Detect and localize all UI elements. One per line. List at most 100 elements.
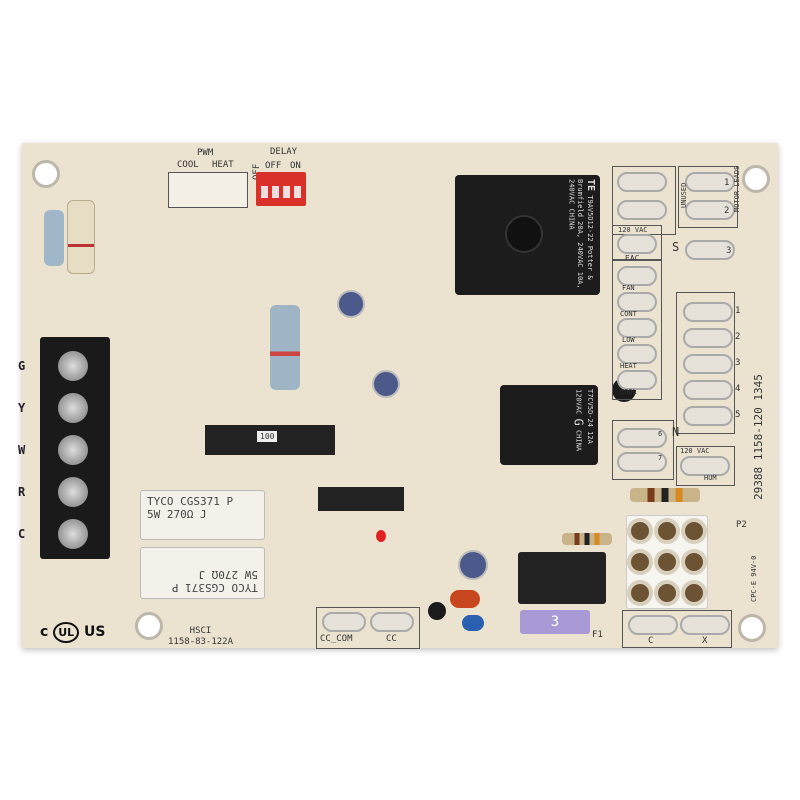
terminal-label: C [18, 527, 26, 541]
terminal-number: 2 [735, 332, 741, 342]
connector-label: P2 [736, 520, 747, 530]
microcontroller-chip: 100 [205, 425, 335, 455]
cc-label: CC [386, 634, 397, 644]
terminal-screw-g[interactable] [58, 351, 88, 381]
mounting-hole [135, 612, 163, 640]
speed-tap-group [676, 292, 735, 434]
low-label: LOW [622, 336, 635, 344]
hum-label: HUM [704, 474, 717, 482]
resistor-text: TYCO CGS371 P [147, 495, 234, 508]
x-terminal[interactable] [680, 615, 730, 635]
varistor [462, 615, 484, 631]
cx-terminal-group [622, 610, 732, 648]
cool-label: COOL [620, 388, 637, 396]
pwm-label: PWM [197, 148, 214, 158]
resistor [562, 533, 612, 545]
fuse-rating: 3 [550, 614, 560, 630]
resistor [270, 305, 300, 390]
heat-label: HEAT [212, 160, 234, 170]
secondary-relay: T7CV5D-24 12A 120VAC G CHINA [500, 385, 598, 465]
ul-c: c [40, 624, 49, 640]
terminal-screw-y[interactable] [58, 393, 88, 423]
ul-logo: UL [53, 622, 80, 643]
eac-terminal[interactable] [617, 234, 657, 254]
relay-brand: TE [585, 179, 596, 192]
power-resistor: TYCO CGS371 P 5W 270Ω J [140, 547, 265, 599]
speed-tap-1[interactable] [683, 302, 733, 322]
s-label: S [672, 240, 680, 254]
neutral-terminal-group [612, 420, 674, 480]
resistor [44, 210, 64, 266]
speed-tap-3[interactable] [683, 354, 733, 374]
spade-terminal-1[interactable] [617, 172, 667, 192]
fuse[interactable]: 3 [520, 610, 590, 634]
hum-vac-label: 120 VAC [680, 447, 710, 455]
main-relay: TE T9AV5D12-22 Potter & Brumfield 20A, 2… [455, 175, 600, 295]
terminal-screw-w[interactable] [58, 435, 88, 465]
cc-terminal[interactable] [370, 612, 414, 632]
spade-terminal-unused[interactable] [685, 200, 735, 220]
cool-terminal[interactable] [617, 370, 657, 390]
cc-com-label: CC_COM [320, 634, 353, 644]
power-resistor: TYCO CGS371 P 5W 270Ω J [140, 490, 265, 540]
small-relay [518, 552, 606, 604]
thermostat-terminal-block: G Y W R C [18, 337, 110, 559]
speed-tap-4[interactable] [683, 380, 733, 400]
ul-us: US [84, 624, 106, 640]
terminal-label: G [18, 359, 26, 373]
motor-leads-label: MOTOR LEADS [733, 165, 741, 212]
hum-terminal-group [676, 446, 735, 486]
terminal-label: R [18, 485, 26, 499]
terminal-number: 1 [735, 306, 741, 316]
x-label: X [702, 636, 708, 646]
terminal-label: W [18, 443, 26, 457]
heat-terminal[interactable] [617, 344, 657, 364]
relay-text: G [571, 418, 586, 426]
pwm-dip-switch[interactable] [168, 172, 248, 208]
spade-terminal-unused[interactable] [685, 172, 735, 192]
speed-tap-5[interactable] [683, 406, 733, 426]
terminal-number: 5 [735, 410, 741, 420]
delay-off-label: OFF [265, 161, 282, 171]
c-terminal[interactable] [628, 615, 678, 635]
relay-text: CHINA [574, 429, 583, 452]
terminal-screw-c[interactable] [58, 519, 88, 549]
terminal-number: 2 [724, 206, 730, 216]
cont-terminal[interactable] [617, 292, 657, 312]
ic-chip [318, 487, 404, 511]
n-label: N [672, 425, 680, 439]
fan-terminal[interactable] [617, 266, 657, 286]
ul-listing-mark: c UL US [40, 622, 105, 643]
neutral-terminal-6[interactable] [617, 428, 667, 448]
spade-terminal-3[interactable] [685, 240, 735, 260]
terminal-screw-r[interactable] [58, 477, 88, 507]
resistor [67, 200, 95, 274]
cool-label: COOL [177, 160, 199, 170]
9-pin-connector[interactable] [626, 515, 708, 609]
terminal-number: 3 [735, 358, 741, 368]
cont-label: CONT [620, 310, 637, 318]
c-label: C [648, 636, 654, 646]
spade-terminal-2[interactable] [617, 200, 667, 220]
relay-text: 12A 120VAC [574, 389, 594, 444]
low-terminal[interactable] [617, 318, 657, 338]
cc-com-terminal[interactable] [322, 612, 366, 632]
fan-speed-terminal-group [612, 260, 662, 400]
terminal-number: 6 [658, 430, 663, 438]
neutral-terminal-7[interactable] [617, 452, 667, 472]
terminal-label: Y [18, 401, 26, 415]
capacitor [458, 550, 488, 580]
part-number: 29388 1158-120 1345 [752, 374, 765, 500]
hum-terminal[interactable] [680, 456, 730, 476]
terminal-number: 7 [658, 454, 663, 462]
chip-label: 100 [257, 431, 278, 442]
mounting-hole [742, 165, 770, 193]
resistor-text: TYCO CGS371 P [171, 581, 258, 594]
relay-text: CHINA [567, 208, 576, 230]
speed-tap-2[interactable] [683, 328, 733, 348]
delay-dip-switch[interactable] [256, 172, 306, 206]
capacitor [337, 290, 365, 318]
relay-text: T7CV5D-24 [586, 389, 594, 427]
mounting-hole [32, 160, 60, 188]
relay-text: T9AV5D12-22 [586, 195, 594, 242]
